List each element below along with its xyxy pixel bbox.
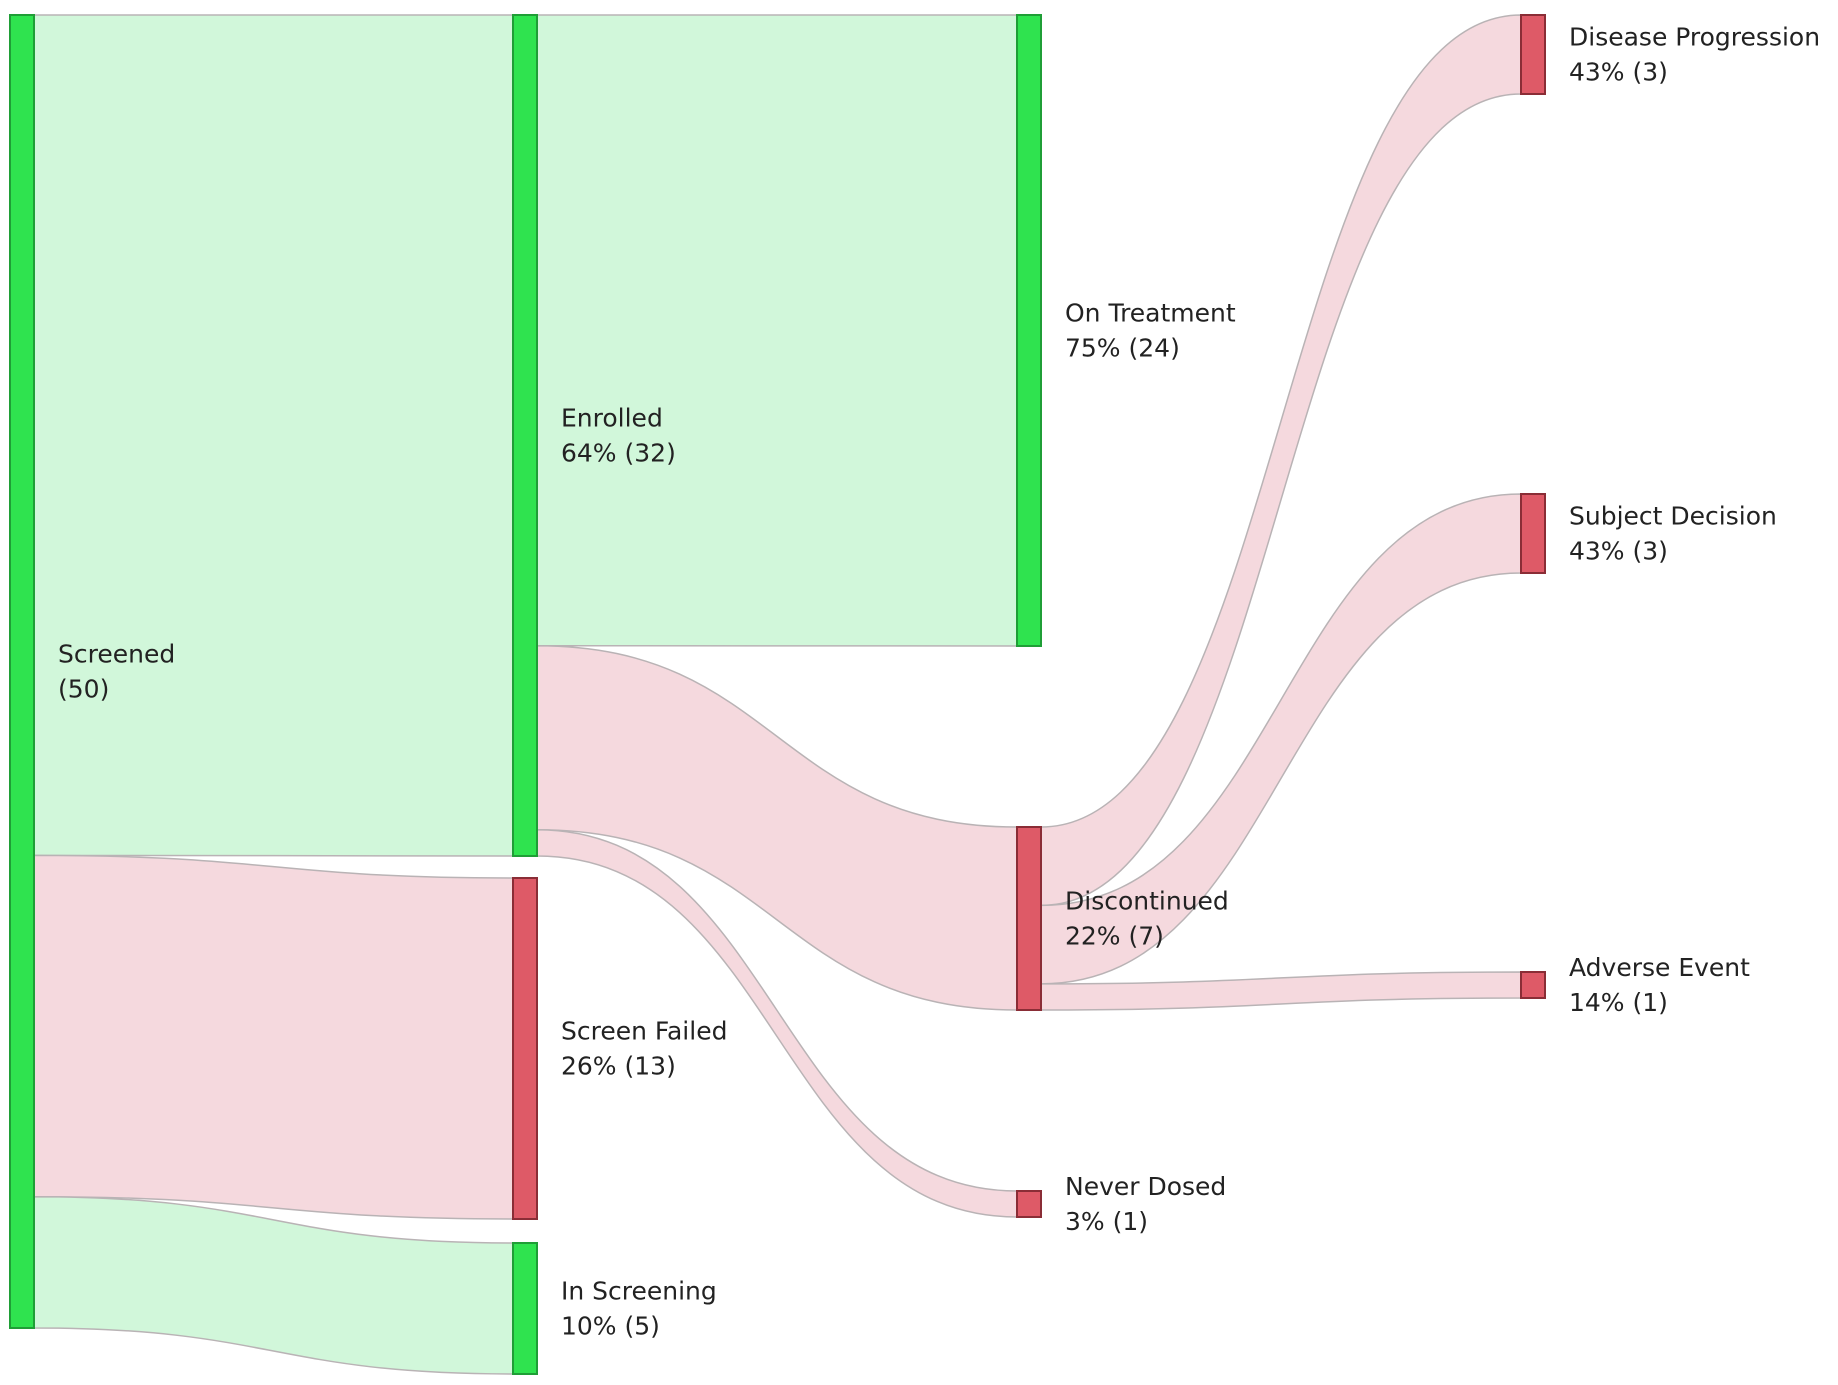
link-discontinued-to-adverse-event bbox=[1040, 971, 1522, 1011]
node-label-screened: Screened bbox=[58, 640, 175, 669]
node-label-disease-progression: Disease Progression bbox=[1569, 23, 1820, 52]
node-value-screen-failed: 26% (13) bbox=[561, 1052, 676, 1081]
node-subject-decision bbox=[1520, 493, 1546, 574]
node-value-in-screening: 10% (5) bbox=[561, 1312, 660, 1341]
links-layer bbox=[33, 14, 1522, 1375]
node-value-on-treatment: 75% (24) bbox=[1065, 334, 1180, 363]
node-value-disease-progression: 43% (3) bbox=[1569, 58, 1668, 87]
link-screened-to-in-screening bbox=[33, 1195, 514, 1375]
node-value-adverse-event: 14% (1) bbox=[1569, 988, 1668, 1017]
link-enrolled-to-discontinued bbox=[536, 644, 1018, 1011]
node-label-in-screening: In Screening bbox=[561, 1277, 717, 1306]
node-never-dosed bbox=[1016, 1190, 1042, 1218]
node-label-subject-decision: Subject Decision bbox=[1569, 502, 1777, 531]
node-in-screening bbox=[512, 1242, 538, 1375]
node-value-subject-decision: 43% (3) bbox=[1569, 537, 1668, 566]
node-value-screened: (50) bbox=[58, 675, 109, 704]
node-enrolled bbox=[512, 14, 538, 857]
node-on-treatment bbox=[1016, 14, 1042, 647]
node-screen-failed bbox=[512, 877, 538, 1220]
node-label-screen-failed: Screen Failed bbox=[561, 1017, 727, 1046]
node-label-enrolled: Enrolled bbox=[561, 404, 663, 433]
node-label-discontinued: Discontinued bbox=[1065, 887, 1229, 916]
link-screened-to-screen-failed bbox=[33, 854, 514, 1220]
node-discontinued bbox=[1016, 826, 1042, 1011]
node-label-never-dosed: Never Dosed bbox=[1065, 1172, 1226, 1201]
node-value-discontinued: 22% (7) bbox=[1065, 922, 1164, 951]
node-screened bbox=[9, 14, 35, 1329]
node-label-on-treatment: On Treatment bbox=[1065, 299, 1236, 328]
node-adverse-event bbox=[1520, 971, 1546, 999]
labels-layer: Screened (50) Enrolled 64% (32) Screen Faile… bbox=[58, 23, 1820, 1341]
node-label-adverse-event: Adverse Event bbox=[1569, 953, 1750, 982]
node-value-never-dosed: 3% (1) bbox=[1065, 1207, 1148, 1236]
link-screened-to-enrolled bbox=[33, 14, 514, 857]
node-value-enrolled: 64% (32) bbox=[561, 439, 676, 468]
node-disease-progression bbox=[1520, 14, 1546, 95]
link-enrolled-to-on-treatment bbox=[536, 14, 1018, 647]
nodes-layer bbox=[9, 14, 1546, 1375]
